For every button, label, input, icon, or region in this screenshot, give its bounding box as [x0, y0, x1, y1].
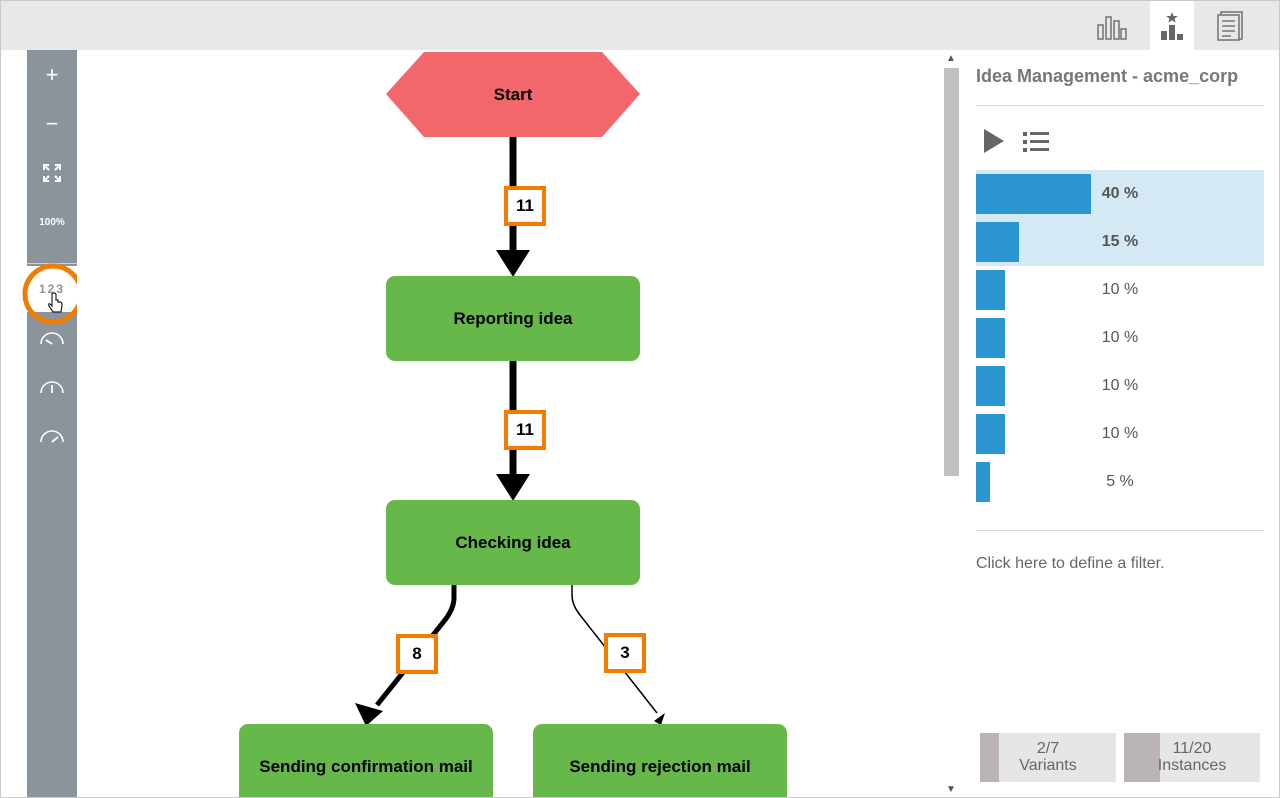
variants-counter: 2/7 Variants [980, 733, 1116, 782]
toolbar-divider [27, 263, 77, 264]
variant-row[interactable]: 15 % [976, 218, 1264, 266]
start-node[interactable]: Start [493, 85, 533, 104]
plus-icon: + [45, 62, 59, 87]
instances-counter-value: 11/20 [1172, 740, 1212, 757]
zoom-100-button[interactable]: 100% [27, 199, 77, 245]
variant-row[interactable]: 5 % [976, 458, 1264, 506]
process-map[interactable]: Start Reporting idea Checking idea Sendi… [77, 50, 943, 797]
instances-counter: 11/20 Instances [1124, 733, 1260, 782]
speed-high-icon [40, 430, 64, 443]
report-tab[interactable] [1208, 1, 1252, 50]
divider [976, 105, 1264, 106]
model-title: Idea Management - acme_corp [976, 66, 1239, 86]
variant-percent: 5 % [1106, 473, 1134, 490]
variant-bar [976, 462, 990, 502]
node-sending-confirmation-mail[interactable]: Sending confirmation mail [239, 724, 493, 797]
numbers-label: 123 [38, 282, 66, 296]
canvas-scrollbar[interactable]: ▲ ▼ [943, 50, 960, 797]
speed-low-button[interactable] [27, 315, 77, 361]
variant-row[interactable]: 10 % [976, 314, 1264, 362]
edge-count-label: 11 [504, 186, 546, 226]
zoom-in-button[interactable]: + [27, 52, 77, 98]
node-checking-idea[interactable]: Checking idea [386, 500, 640, 585]
variant-row[interactable]: 40 % [976, 170, 1264, 218]
variant-bar [976, 174, 1091, 214]
start-node-shape[interactable] [386, 52, 640, 137]
variant-row[interactable]: 10 % [976, 266, 1264, 314]
variant-percent: 40 % [1101, 185, 1139, 202]
process-edges [355, 52, 665, 726]
variants-counter-fill [980, 733, 999, 782]
top-bar [1, 1, 1279, 50]
edge-count-label: 3 [604, 633, 646, 673]
statistics-icon [1097, 15, 1127, 40]
zoom-100-label: 100% [39, 216, 65, 228]
play-icon[interactable] [982, 128, 1006, 154]
define-filter-link[interactable]: Click here to define a filter. [976, 555, 1165, 572]
report-icon [1217, 10, 1243, 41]
minus-icon: − [45, 111, 59, 136]
node-sending-rejection-mail[interactable]: Sending rejection mail [533, 724, 787, 797]
variant-bar [976, 270, 1005, 310]
variants-tab[interactable] [1150, 1, 1194, 50]
speed-mid-icon [40, 381, 64, 394]
edge-checking-confirm [375, 585, 457, 707]
arrowhead-icon [654, 713, 665, 725]
variants-counter-label: Variants [1019, 757, 1077, 774]
variant-bar [976, 366, 1005, 406]
edge-count-label: 8 [396, 634, 438, 674]
scrollbar-thumb[interactable] [944, 68, 959, 476]
zoom-out-button[interactable]: − [27, 101, 77, 147]
variants-ranking-icon [1161, 11, 1183, 40]
speed-high-button[interactable] [27, 413, 77, 459]
scroll-down-icon[interactable]: ▼ [946, 784, 956, 795]
variant-bar [976, 318, 1005, 358]
fit-to-screen-button[interactable] [27, 150, 77, 196]
speed-mid-button[interactable] [27, 364, 77, 410]
arrowhead-icon [496, 474, 530, 501]
instances-counter-fill [1124, 733, 1160, 782]
expand-icon [43, 164, 61, 182]
variant-percent: 10 % [1101, 281, 1139, 298]
edge-count-label: 11 [504, 410, 546, 450]
variants-counter-text: 2/7 Variants [980, 740, 1116, 774]
variant-percent: 10 % [1101, 377, 1139, 394]
speed-low-icon [40, 332, 64, 345]
variant-percent: 15 % [1101, 233, 1139, 250]
variants-counter-value: 2/7 [1036, 740, 1060, 757]
statistics-tab[interactable] [1090, 1, 1134, 50]
arrowhead-icon [496, 250, 530, 277]
variant-percent: 10 % [1101, 329, 1139, 346]
variant-row[interactable]: 10 % [976, 362, 1264, 410]
variant-row[interactable]: 10 % [976, 410, 1264, 458]
list-icon[interactable] [1022, 131, 1050, 153]
instances-counter-label: Instances [1157, 757, 1227, 774]
variant-percent: 10 % [1101, 425, 1139, 442]
arrowhead-icon [355, 703, 383, 726]
instances-counter-text: 11/20 Instances [1124, 740, 1260, 774]
node-reporting-idea[interactable]: Reporting idea [386, 276, 640, 361]
variants-sidebar: Idea Management - acme_corp 40 % 15 % [960, 50, 1279, 797]
variant-bar [976, 414, 1005, 454]
hand-cursor-icon [48, 292, 63, 313]
variant-bar [976, 222, 1019, 262]
edge-checking-reject [571, 585, 658, 714]
left-toolbar: + − 100% 123 [27, 50, 77, 797]
scroll-up-icon[interactable]: ▲ [946, 53, 956, 64]
divider [976, 530, 1264, 531]
